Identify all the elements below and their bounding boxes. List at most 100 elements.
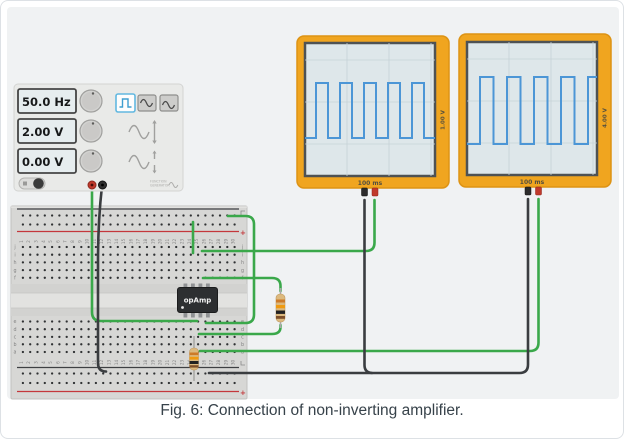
- offset-value: 0.00 V: [22, 155, 63, 169]
- resistor2-band-orange2: [189, 356, 199, 360]
- top-rail-plus: +: [240, 229, 246, 237]
- wires: [90, 184, 540, 375]
- wire-signal-to-breadboard[interactable]: [90, 184, 199, 323]
- svg-text:b: b: [13, 342, 16, 348]
- triangle-wave-button[interactable]: [159, 94, 179, 112]
- svg-text:d: d: [13, 327, 16, 333]
- power-icon: [23, 181, 27, 186]
- resistor1-band-black: [276, 310, 285, 314]
- power-toggle[interactable]: [18, 177, 46, 190]
- scope2-signal-probe[interactable]: [535, 186, 542, 196]
- svg-text:c: c: [241, 336, 244, 341]
- svg-text:29: 29: [223, 239, 228, 245]
- oscilloscope-2[interactable]: 4.00 V 100 ms: [458, 33, 612, 196]
- wire-scope2-ground[interactable]: [207, 197, 530, 375]
- opamp-chip[interactable]: opAmp: [177, 283, 218, 318]
- oscilloscope-1[interactable]: 1.00 V 100 ms: [296, 35, 450, 197]
- signal-terminal-negative[interactable]: [98, 180, 107, 190]
- scope1-signal-probe[interactable]: [371, 187, 379, 197]
- svg-text:a: a: [14, 351, 17, 356]
- svg-text:h: h: [241, 260, 244, 266]
- svg-text:15: 15: [121, 360, 126, 366]
- triangle-wave-icon: [161, 100, 176, 110]
- svg-text:4: 4: [41, 361, 46, 364]
- resistor-ground[interactable]: [189, 336, 199, 381]
- svg-text:17: 17: [136, 360, 141, 366]
- resistor2-band-brown: [189, 365, 199, 368]
- svg-text:17: 17: [136, 239, 141, 245]
- svg-text:8: 8: [70, 361, 75, 364]
- signal-terminal-positive[interactable]: [87, 180, 97, 190]
- scope2-ground-probe[interactable]: [524, 186, 532, 196]
- svg-text:5: 5: [48, 240, 53, 243]
- svg-text:12: 12: [99, 360, 104, 366]
- svg-text:16: 16: [128, 239, 133, 245]
- svg-text:28: 28: [216, 239, 221, 245]
- wire-ground-to-breadboard[interactable]: [96, 184, 108, 373]
- scope2-grid: [467, 42, 597, 175]
- svg-text:28: 28: [216, 360, 221, 366]
- offset-icon: [128, 150, 157, 174]
- svg-text:12: 12: [99, 239, 104, 245]
- frequency-knob[interactable]: [79, 89, 103, 113]
- svg-text:9: 9: [77, 361, 82, 364]
- resistor1-band-orange2: [276, 305, 285, 309]
- svg-text:10: 10: [85, 239, 90, 245]
- svg-text:20: 20: [158, 239, 163, 245]
- svg-text:22: 22: [172, 360, 177, 366]
- opamp-label: opAmp: [184, 297, 212, 305]
- wire-to-resistor1-top[interactable]: [201, 276, 282, 293]
- svg-text:4: 4: [41, 240, 46, 243]
- scope1-ground-probe[interactable]: [361, 187, 368, 197]
- svg-text:h: h: [13, 260, 16, 266]
- svg-text:30: 30: [231, 360, 236, 366]
- svg-text:24: 24: [187, 239, 192, 245]
- amplitude-value: 2.00 V: [22, 125, 63, 139]
- svg-text:25: 25: [194, 239, 199, 245]
- svg-text:8: 8: [70, 240, 75, 243]
- svg-text:21: 21: [165, 360, 170, 366]
- svg-text:e: e: [14, 320, 17, 325]
- offset-display[interactable]: [17, 148, 77, 174]
- sine-wave-icon: [139, 98, 154, 108]
- resistor1-band-orange: [276, 299, 285, 303]
- amplitude-icon: [128, 120, 157, 144]
- svg-text:20: 20: [158, 360, 163, 366]
- resistor2-band-orange: [189, 352, 199, 356]
- wire-scope1-ground[interactable]: [363, 198, 374, 375]
- opamp-body[interactable]: [177, 287, 218, 313]
- breadboard-holes: [21, 214, 236, 385]
- wire-scope1-signal[interactable]: [200, 198, 376, 253]
- svg-text:18: 18: [143, 239, 148, 245]
- offset-knob[interactable]: [79, 149, 103, 173]
- wire-feedback-loop[interactable]: [204, 214, 256, 325]
- amplitude-knob[interactable]: [79, 119, 103, 143]
- svg-text:1: 1: [19, 240, 24, 243]
- resistor2-band-black: [189, 361, 199, 364]
- sine-wave-button[interactable]: [137, 94, 157, 112]
- svg-text:16: 16: [128, 360, 133, 366]
- svg-text:11: 11: [92, 239, 97, 245]
- function-generator[interactable]: 50.0 Hz 2.00 V 0.00 V: [13, 83, 184, 192]
- scope2-time-label: 100 ms: [520, 179, 545, 186]
- figure-caption: Fig. 6: Connection of non-inverting ampl…: [160, 402, 464, 419]
- resistor-feedback[interactable]: [275, 288, 286, 328]
- opamp-pins: [183, 283, 210, 318]
- scope2-screen: [465, 40, 599, 177]
- svg-text:27: 27: [209, 360, 214, 366]
- opamp-pin1-dot: [181, 306, 184, 309]
- svg-text:15: 15: [121, 239, 126, 245]
- svg-text:c: c: [14, 336, 17, 341]
- frequency-display[interactable]: [17, 88, 77, 114]
- svg-text:g: g: [13, 269, 16, 274]
- amplitude-display[interactable]: [17, 118, 77, 144]
- svg-text:9: 9: [77, 240, 82, 243]
- wire-scope2-signal[interactable]: [198, 197, 540, 353]
- svg-text:27: 27: [209, 239, 214, 245]
- svg-text:3: 3: [34, 240, 39, 243]
- svg-text:1: 1: [19, 361, 24, 364]
- scope1-screen: [303, 41, 437, 178]
- square-wave-button[interactable]: [115, 93, 136, 113]
- svg-text:g: g: [241, 269, 244, 274]
